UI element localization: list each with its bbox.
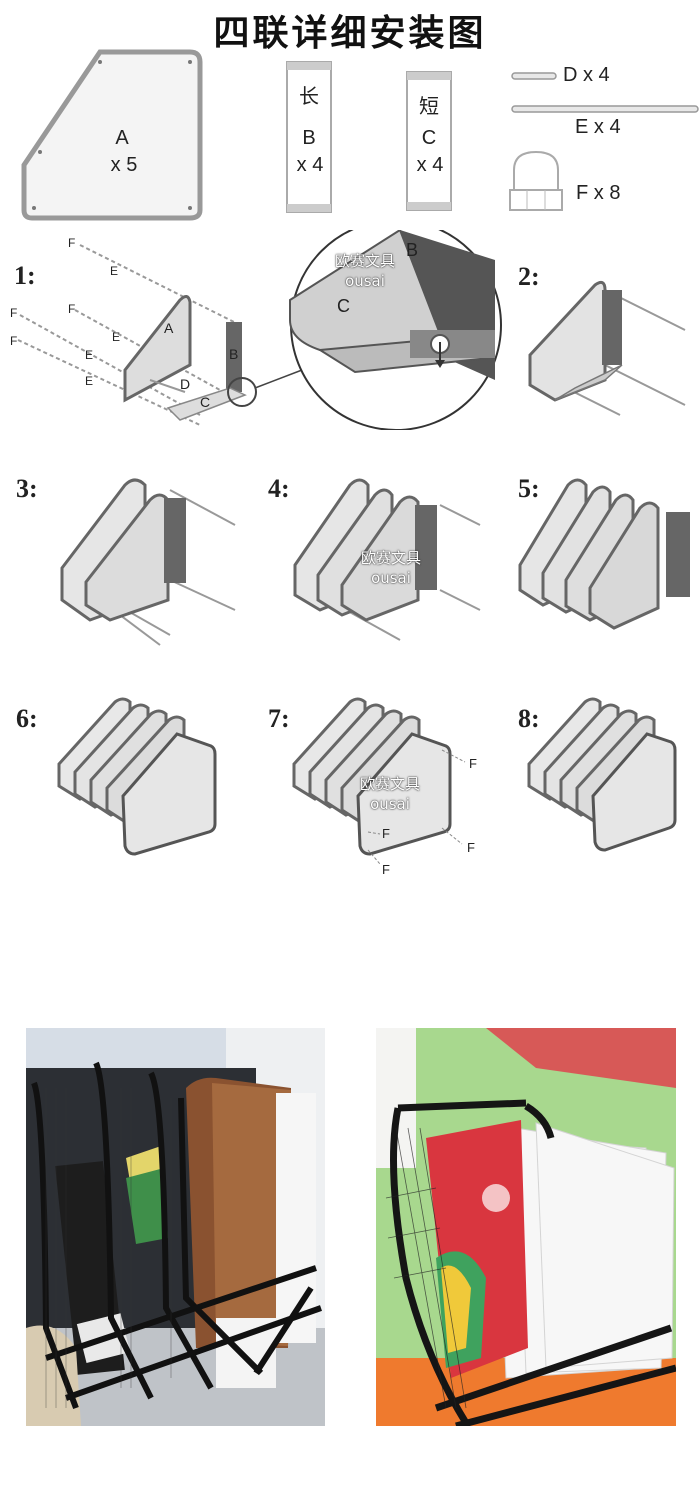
zoom-c: C bbox=[337, 296, 350, 316]
watermark-2-en: ousai bbox=[371, 569, 411, 587]
watermark-3-en: ousai bbox=[370, 795, 410, 813]
part-e-rod bbox=[511, 105, 699, 113]
part-a-qty: x 5 bbox=[110, 154, 138, 176]
watermark-3: 欧赛文具 ousai bbox=[343, 774, 437, 814]
step7-f3: F bbox=[382, 826, 390, 841]
step-1-label: 1: bbox=[14, 261, 36, 291]
photo-right-drawing bbox=[376, 1028, 676, 1426]
step-6-label: 6: bbox=[16, 704, 38, 733]
step-4-label: 4: bbox=[268, 474, 290, 503]
part-b-qty: x 4 bbox=[296, 154, 324, 176]
product-photo-left bbox=[26, 1028, 325, 1426]
step-7-diagram bbox=[292, 697, 466, 865]
step1-e1: E bbox=[110, 264, 119, 278]
step-3-diagram bbox=[60, 478, 236, 646]
part-b-letter: B bbox=[302, 127, 316, 149]
step-7-label: 7: bbox=[268, 704, 290, 733]
step1-e2: E bbox=[112, 330, 121, 344]
page-title: 四联详细安装图 bbox=[213, 13, 487, 54]
photo-left-drawing bbox=[26, 1028, 325, 1426]
step1-d: D bbox=[180, 376, 191, 392]
watermark-3-cn: 欧赛文具 bbox=[359, 775, 420, 793]
watermark-2: 欧赛文具 ousai bbox=[344, 548, 438, 588]
part-a-plate bbox=[21, 49, 203, 221]
step-4-diagram bbox=[293, 478, 481, 641]
zoom-b: B bbox=[406, 240, 419, 260]
step-5-diagram bbox=[518, 478, 690, 630]
step-8-label: 8: bbox=[518, 704, 540, 733]
step1-f3: F bbox=[10, 306, 18, 320]
step-8-diagram bbox=[527, 697, 677, 852]
step1-c: C bbox=[200, 394, 211, 410]
watermark-1-en: ousai bbox=[345, 272, 385, 290]
step7-f4: F bbox=[382, 862, 390, 877]
part-a-letter: A bbox=[115, 127, 129, 149]
parts-list bbox=[21, 49, 699, 221]
part-f-nut bbox=[509, 150, 563, 211]
step1-e3: E bbox=[85, 348, 94, 362]
step1-e4: E bbox=[85, 374, 94, 388]
part-c-tag: 短 bbox=[419, 94, 439, 118]
part-d-label: D x 4 bbox=[563, 64, 610, 86]
step1-a: A bbox=[164, 320, 174, 336]
part-f-label: F x 8 bbox=[576, 182, 621, 204]
step1-f2: F bbox=[68, 302, 76, 316]
step1-f4: F bbox=[10, 334, 18, 348]
step-1-diagram bbox=[17, 230, 502, 430]
part-d-rod bbox=[511, 72, 557, 80]
watermark-1-cn: 欧赛文具 bbox=[334, 252, 395, 270]
step-2-label: 2: bbox=[518, 262, 540, 291]
step1-f1: F bbox=[68, 236, 76, 250]
step-3-label: 3: bbox=[16, 474, 38, 503]
watermark-1: 欧赛文具 ousai bbox=[318, 251, 412, 291]
part-e-label: E x 4 bbox=[575, 116, 621, 138]
part-c-qty: x 4 bbox=[416, 154, 444, 176]
step-6-diagram bbox=[57, 697, 217, 856]
step-1-text: 1: bbox=[14, 261, 36, 290]
product-photo-right bbox=[376, 1028, 676, 1426]
step-5-label: 5: bbox=[518, 474, 540, 503]
part-c-letter: C bbox=[421, 127, 437, 149]
step7-f1: F bbox=[469, 756, 477, 771]
watermark-2-cn: 欧赛文具 bbox=[360, 549, 421, 567]
part-b-tag: 长 bbox=[299, 84, 319, 108]
step1-b: B bbox=[229, 346, 239, 362]
step-2-diagram bbox=[528, 280, 686, 416]
step7-f2: F bbox=[467, 840, 475, 855]
